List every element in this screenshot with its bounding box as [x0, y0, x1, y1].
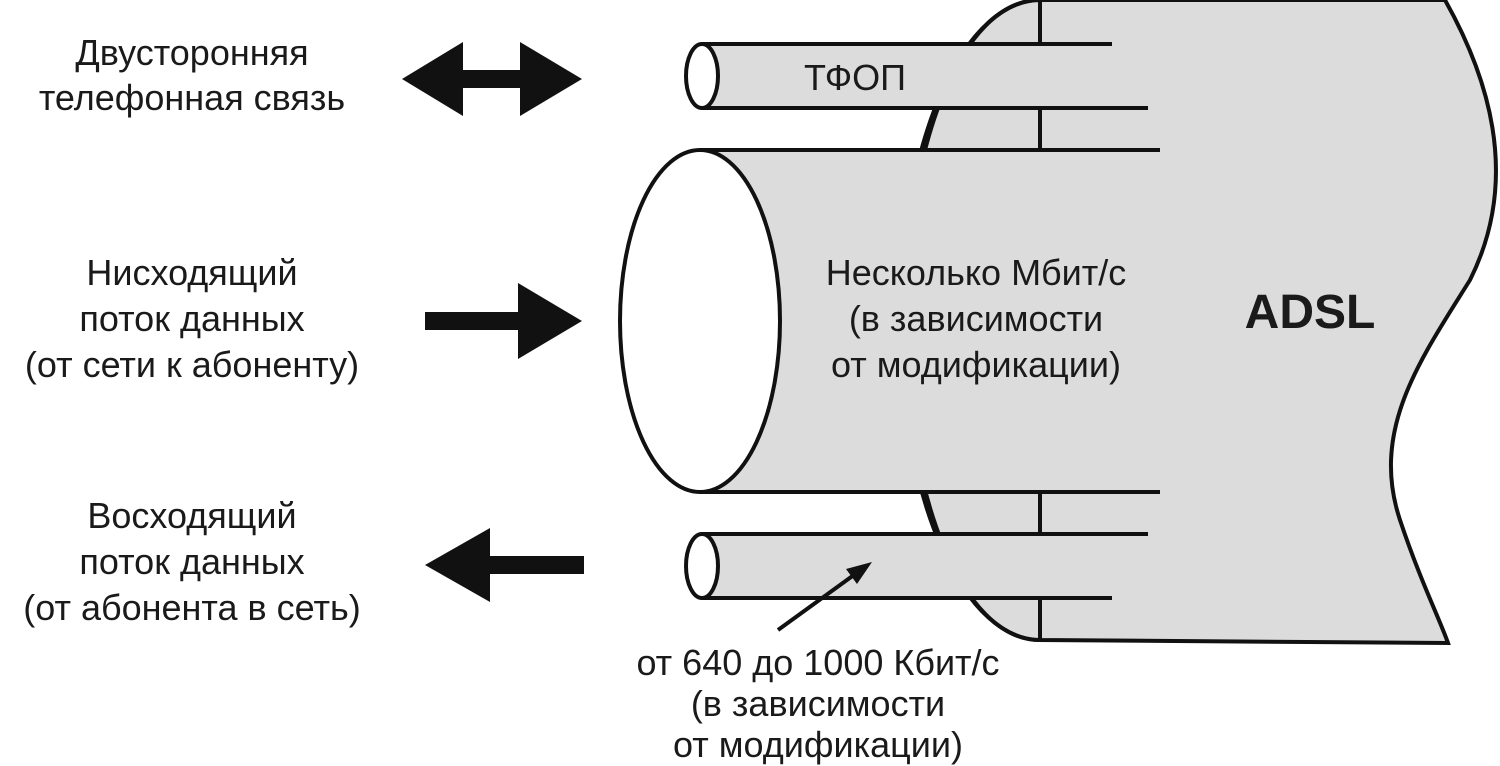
adsl-label: ADSL	[1245, 286, 1376, 339]
down-tube-face	[618, 148, 782, 494]
down-rate-line3: от модификации)	[831, 344, 1121, 385]
down-rate-line2: (в зависимости	[849, 298, 1103, 339]
upstream-label-line1: Восходящий	[87, 495, 296, 536]
down-rate-line1: Несколько Мбит/с	[826, 252, 1127, 293]
downstream-label-line3: (от сети к абоненту)	[25, 344, 359, 385]
duplex-label-line2: телефонная связь	[39, 77, 345, 118]
duplex-label-line1: Двусторонняя	[75, 32, 308, 73]
upstream-label-line2: поток данных	[79, 541, 304, 582]
pointer-line	[776, 570, 860, 632]
pstn-tube-body	[702, 44, 1142, 108]
pstn-tube-face	[684, 42, 720, 110]
pointer-arrowhead	[846, 562, 872, 584]
pstn-label: ТФОП	[804, 57, 906, 98]
downstream-label-line1: Нисходящий	[86, 252, 297, 293]
up-rate-line1: от 640 до 1000 Кбит/с	[636, 642, 999, 683]
up-rate-line3: от модификации)	[673, 724, 963, 765]
upstream-arrow	[425, 528, 584, 602]
downstream-label-line2: поток данных	[79, 298, 304, 339]
downstream-arrow	[425, 283, 582, 359]
up-tube-face	[684, 532, 720, 600]
up-tube-body	[702, 534, 1142, 598]
upstream-label-line3: (от абонента в сеть)	[23, 587, 360, 628]
duplex-arrow	[402, 42, 582, 116]
up-rate-line2: (в зависимости	[691, 683, 945, 724]
